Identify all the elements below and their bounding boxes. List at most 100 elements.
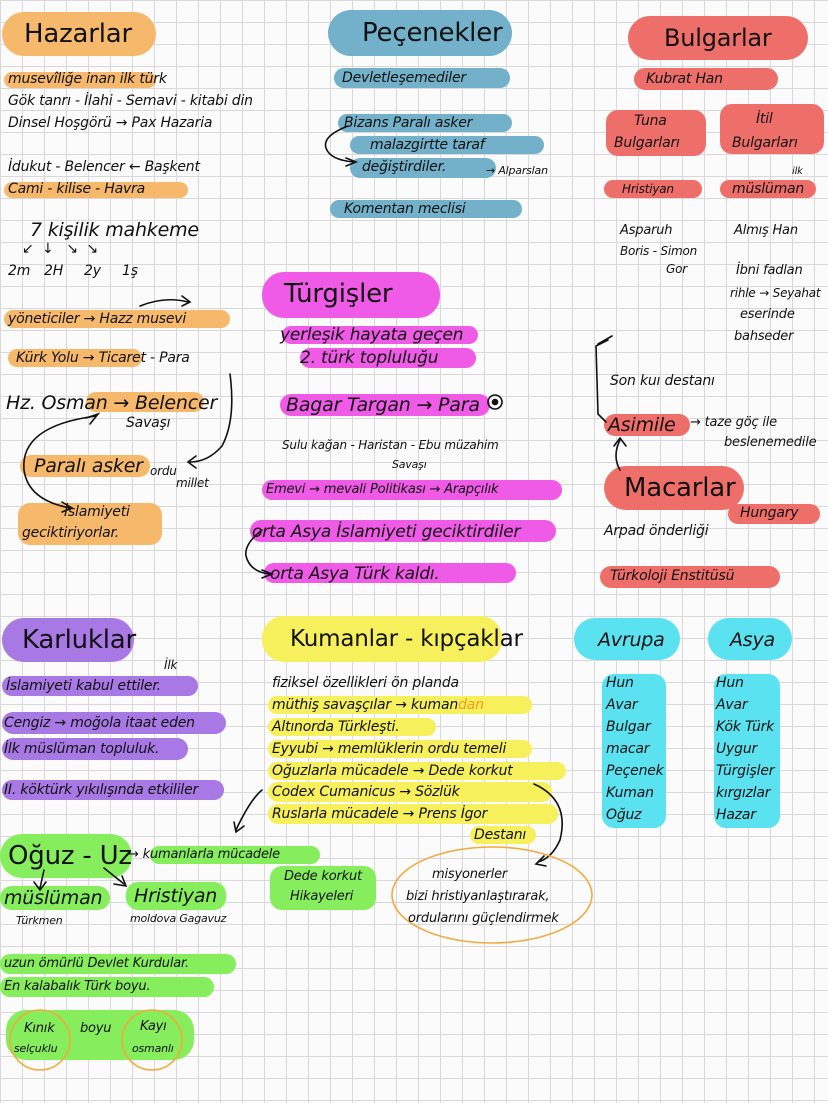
- highlight: [350, 136, 544, 154]
- highlight: [4, 72, 156, 88]
- pecenek-line: Bizans Paralı asker: [344, 115, 473, 131]
- avrupa-item: Hun: [606, 675, 634, 691]
- highlight: [606, 110, 706, 156]
- bulgar-ilk: ilk: [792, 166, 803, 177]
- highlight: [714, 674, 780, 828]
- macar-note: beslenemedile: [724, 435, 817, 450]
- oguz-turkmen: Türkmen: [16, 914, 63, 927]
- turgis-line: Savaşı: [392, 458, 427, 471]
- court-member: 2y: [84, 263, 101, 279]
- oguz-kayi: Kayı: [140, 1019, 167, 1034]
- highlight: [470, 826, 536, 844]
- avrupa-item: Kuman: [606, 785, 654, 801]
- highlight: [2, 676, 198, 696]
- battle-line: Hz. Osman → Belencer: [6, 392, 218, 414]
- highlight: [282, 326, 478, 344]
- itil-label: Bulgarları: [732, 135, 798, 151]
- highlight: [634, 68, 778, 90]
- pecenek-line: Devletleşemediler: [342, 70, 466, 86]
- oguz-christian: Hristiyan: [134, 885, 218, 907]
- court-title: 7 kişilik mahkeme: [30, 219, 199, 241]
- army-note: millet: [176, 476, 209, 490]
- karluklar-title: Karluklar: [22, 625, 137, 655]
- avrupa-item: Bulgar: [606, 719, 651, 735]
- macar-note: → taze göç ile: [690, 415, 777, 430]
- bulgar-names: Gor: [666, 262, 687, 276]
- highlight: [604, 180, 702, 198]
- kuman-line: Destanı: [474, 827, 527, 843]
- court-member: 2H: [44, 263, 64, 279]
- kuman-line-suffix: dan: [458, 697, 484, 713]
- islam-delay: geciktiriyorlar.: [22, 525, 120, 541]
- avrupa-item: macar: [606, 741, 650, 757]
- bulgarlar-title: Bulgarlar: [664, 24, 772, 52]
- highlight: [280, 394, 490, 416]
- bulgar-ibni: İbni fadlan: [736, 263, 803, 278]
- highlight: [8, 349, 142, 367]
- macar-son: Son kuı destanı: [610, 373, 715, 389]
- hazarlar-line: musevîliğe inan ilk türk: [8, 71, 167, 87]
- turgis-line: orta Asya Türk kaldı.: [270, 564, 440, 584]
- oguz-line: En kalabalık Türk boyu.: [4, 979, 151, 994]
- bulgar-names: Asparuh: [620, 223, 673, 238]
- highlight: [262, 616, 502, 662]
- battle-line: Savaşı: [126, 415, 171, 431]
- highlight: [2, 618, 134, 662]
- highlight: [728, 504, 820, 524]
- trade-line: Kürk Yolu → Ticaret - Para: [16, 350, 190, 366]
- turgis-line: 2. türk topluluğu: [300, 348, 439, 368]
- turgisler-title: Türgişler: [284, 279, 393, 309]
- highlight: [720, 180, 816, 198]
- highlight: [628, 16, 808, 60]
- turgis-line: orta Asya İslamiyeti geciktirdiler: [252, 522, 521, 542]
- oguz-title: Oğuz - Uz: [8, 841, 132, 871]
- highlight: [262, 272, 440, 318]
- avrupa-item: Oğuz: [606, 807, 642, 823]
- oguz-kinik: selçuklu: [14, 1042, 58, 1055]
- bulgar-almis: Almış Han: [734, 223, 798, 238]
- highlight: [0, 886, 110, 910]
- highlight: [4, 310, 230, 328]
- rulers-line: yöneticiler → Hazz musevi: [8, 311, 187, 327]
- highlight: [720, 104, 824, 154]
- highlight: [328, 10, 512, 56]
- macar-asimile: Asimile: [608, 414, 676, 436]
- highlight: [300, 348, 476, 368]
- oguz-kayi: osmanlı: [132, 1042, 174, 1055]
- court-member: 2m: [8, 263, 31, 279]
- avrupa-item: Avar: [606, 697, 638, 713]
- kumanlar-title: Kumanlar - kıpçaklar: [290, 626, 523, 652]
- kuman-mission: misyonerler: [432, 867, 508, 882]
- turgis-line: Emevi → mevali Politikası → Arapçılık: [266, 482, 499, 497]
- kuman-line-main: müthiş savaşçılar → kuman: [272, 697, 459, 713]
- macar-turkoloji: Türkoloji Enstitüsü: [610, 568, 735, 584]
- kuman-mission: bizi hristiyanlaştırarak,: [406, 889, 550, 904]
- pecenek-note: → Alparslan: [486, 164, 548, 177]
- highlight: [330, 200, 522, 218]
- karluk-line: Cengiz → moğola itaat eden: [4, 715, 195, 731]
- asya-item: Avar: [716, 697, 748, 713]
- hazarlar-line: İdukut - Belencer ← Başkent: [8, 159, 200, 175]
- asya-item: kırgızlar: [716, 785, 771, 801]
- asya-item: Hun: [716, 675, 744, 691]
- bulgar-religion: müslüman: [732, 181, 805, 197]
- turgis-line: yerleşik hayata geçen: [280, 325, 464, 345]
- turgis-line: Sulu kağan - Haristan - Ebu müzahim: [282, 438, 499, 452]
- highlight: [2, 738, 188, 760]
- highlight: [126, 882, 226, 910]
- asya-item: Uygur: [716, 741, 758, 757]
- islam-delay: İslamiyeti: [64, 504, 130, 520]
- highlight: [0, 977, 214, 997]
- kuman-mission: ordularını güçlendirmek: [408, 911, 559, 926]
- pecenek-line: malazgirtte taraf: [370, 137, 485, 153]
- kuman-line: Eyyubi → memlüklerin ordu temeli: [272, 741, 507, 757]
- oguz-fight: → kumanlarla mücadele: [128, 847, 280, 862]
- karluk-ilk: İlk: [164, 658, 178, 672]
- highlight: [708, 618, 792, 660]
- highlight: [602, 674, 666, 828]
- kuman-line: fiziksel özellikleri ön planda: [272, 675, 459, 691]
- karluk-line: İlk müslüman topluluk.: [4, 741, 160, 757]
- highlight: [268, 804, 558, 824]
- highlight: [350, 158, 496, 178]
- bulgar-names: Boris - Simon: [620, 244, 698, 258]
